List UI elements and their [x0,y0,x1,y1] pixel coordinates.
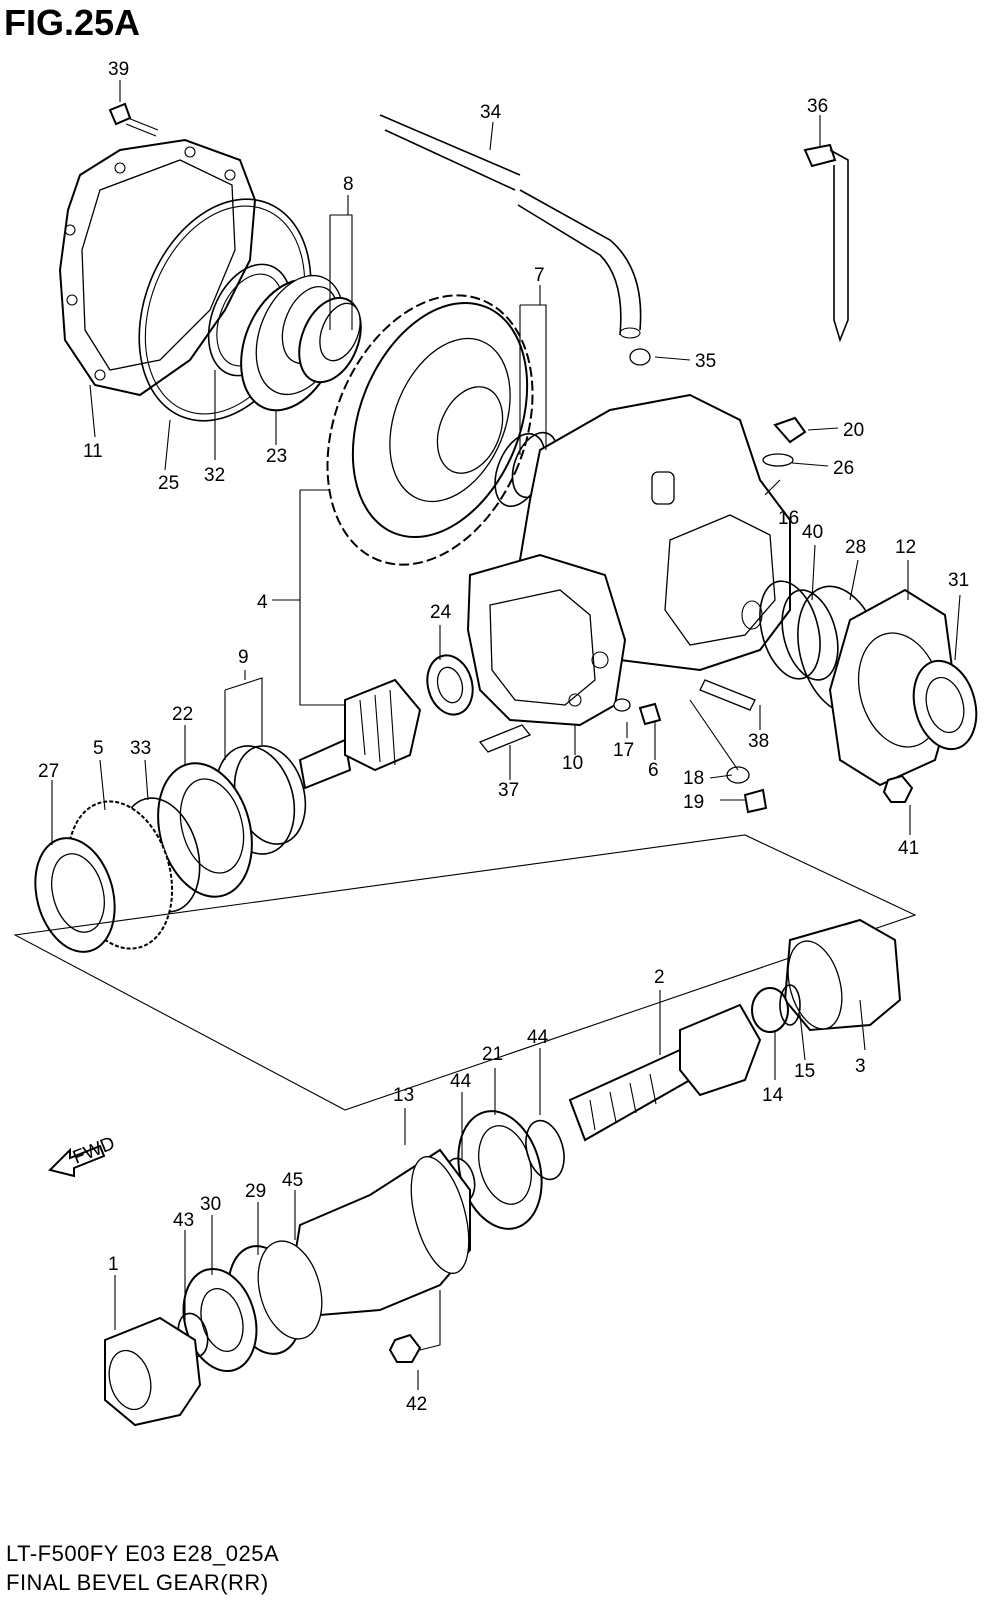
callout-16: 16 [778,508,799,529]
callout-41: 41 [898,838,919,859]
callout-34: 34 [480,102,502,123]
callout-36: 36 [807,96,828,117]
callout-32: 32 [204,465,225,486]
figure-title: FIG.25A [4,2,141,43]
callout-2: 2 [654,967,665,988]
callout-17: 17 [613,740,634,761]
callout-30: 30 [200,1194,221,1215]
ring-gear-4 [326,294,534,566]
plug-20 [762,416,807,467]
drive-shaft-2 [568,1003,762,1142]
seal-30 [182,1267,258,1373]
callout-22: 22 [172,704,193,725]
clamp-35 [629,348,651,366]
callout-26: 26 [833,458,854,479]
bearing-22 [157,762,253,898]
wire-36 [803,143,849,343]
callout-27: 27 [38,761,59,782]
fwd-label: FWD [70,1133,118,1169]
callout-11: 11 [83,441,103,462]
callout-21: 21 [482,1044,503,1065]
callout-44-lower: 44 [450,1071,472,1092]
callout-4: 4 [257,592,268,613]
seal-27 [34,837,116,953]
callout-12: 12 [895,537,916,558]
cover-plate-11 [58,138,257,397]
callout-3: 3 [855,1056,866,1077]
leader-lines [51,80,961,1390]
callout-14: 14 [762,1085,784,1106]
nut-41 [882,774,914,803]
callout-1: 1 [108,1254,119,1275]
callout-24: 24 [430,602,452,623]
boot-1 [104,1316,202,1427]
callout-18: 18 [683,768,704,789]
fwd-direction-arrow: FWD [48,1133,118,1178]
plug-18-19 [726,766,768,814]
nut-14-15 [751,984,801,1033]
callout-28: 28 [845,537,866,558]
figure-name: FINAL BEVEL GEAR(RR) [6,1570,269,1595]
callout-7: 7 [534,265,545,286]
callout-37: 37 [498,780,519,801]
callout-23: 23 [266,446,287,467]
callout-5: 5 [93,738,104,759]
stud-38 [699,679,756,711]
callout-43: 43 [173,1210,194,1231]
housing-13 [288,1148,471,1317]
callout-20: 20 [843,420,864,441]
callout-9: 9 [238,647,249,668]
callout-19: 19 [683,792,704,813]
bolt-6-17 [613,698,662,726]
callout-40: 40 [802,522,823,543]
callout-10: 10 [562,753,583,774]
callout-42: 42 [406,1394,427,1415]
callout-25: 25 [158,473,179,494]
shim-16-40 [759,580,839,681]
callout-38: 38 [748,731,769,752]
callout-45: 45 [282,1170,303,1191]
callout-15: 15 [794,1061,815,1082]
bearing-24 [426,654,474,716]
callout-6: 6 [648,760,659,781]
callout-31: 31 [948,570,969,591]
model-code: LT-F500FY E03 E28_025A [6,1541,280,1566]
callout-33: 33 [130,738,151,759]
callout-39: 39 [108,59,129,80]
stud-37 [478,724,532,753]
callout-35: 35 [695,351,716,372]
seal-31 [912,659,978,751]
housing-10 [466,553,627,727]
bolt-39 [108,102,159,137]
pinion-gear [298,678,422,790]
callout-29: 29 [245,1181,266,1202]
callout-8: 8 [343,174,354,195]
callout-13: 13 [393,1085,414,1106]
callout-44-upper: 44 [527,1027,549,1048]
nut-42 [388,1333,422,1363]
coupling-3 [783,918,902,1032]
group-boundary [13,834,917,1111]
breather-hose-34 [379,114,642,339]
